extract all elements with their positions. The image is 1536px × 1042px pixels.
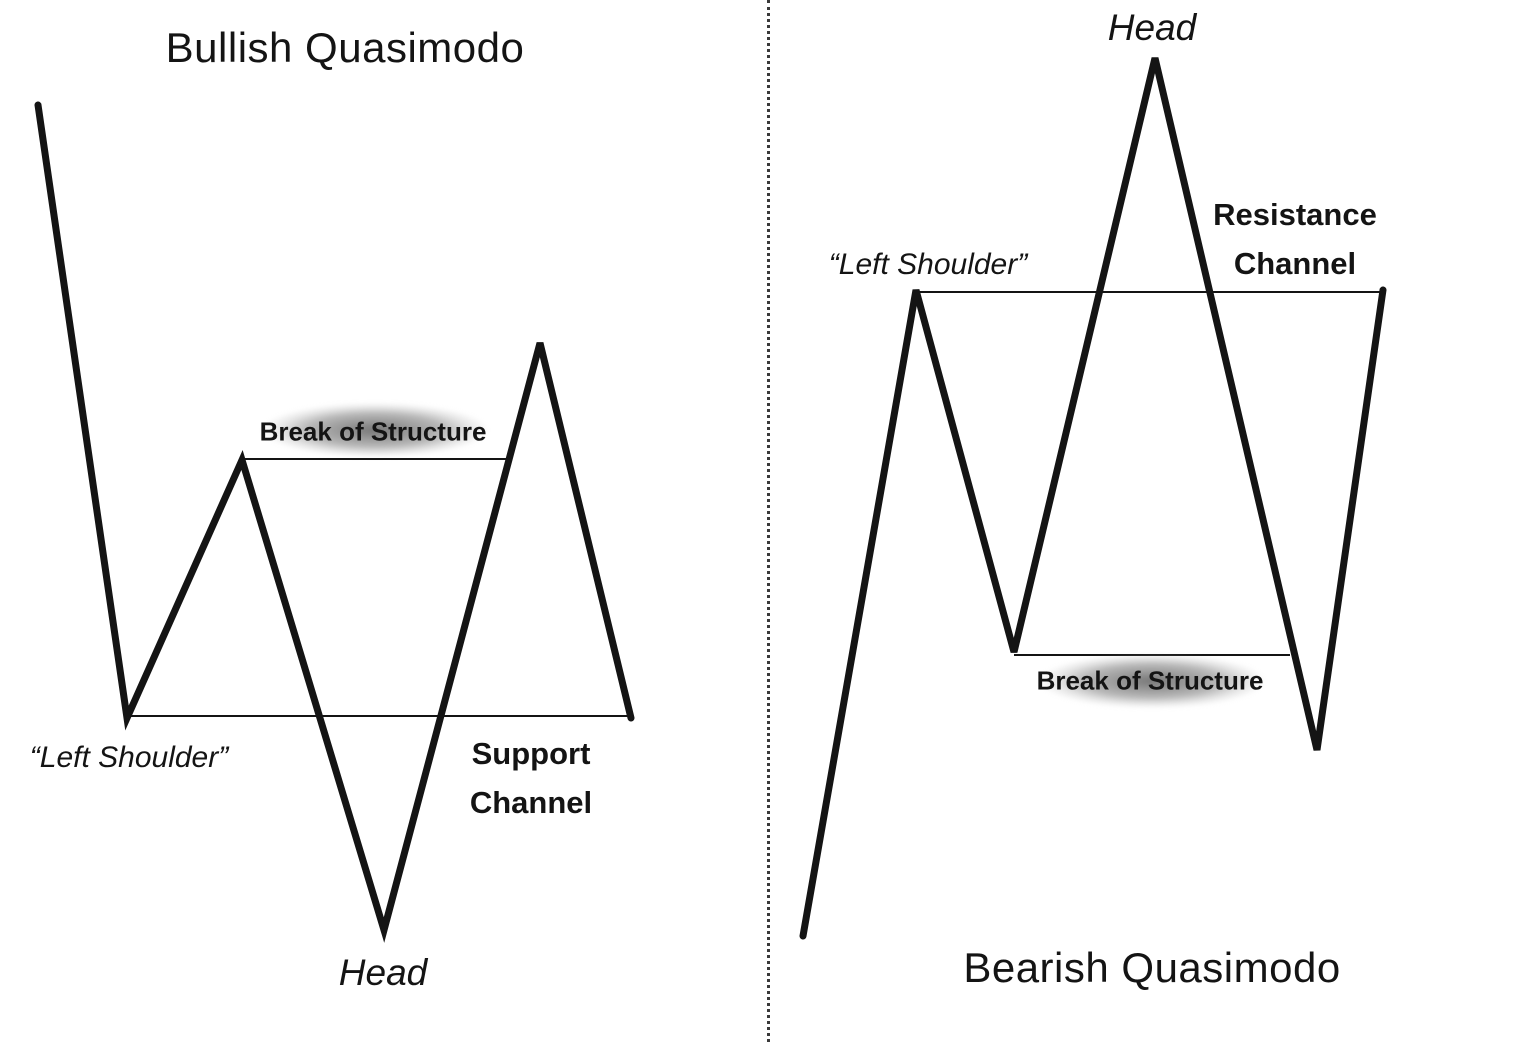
bullish-break-of-structure-halo xyxy=(225,394,525,466)
bearish-break-of-structure-label: Break of Structure xyxy=(1036,665,1264,696)
bullish-panel-title: Bullish Quasimodo xyxy=(165,24,525,71)
resistance-channel-label: Resistance Channel xyxy=(1213,197,1377,281)
support-channel-label: Support Channel xyxy=(469,736,593,820)
bullish-left-shoulder-label: “Left Shoulder” xyxy=(29,741,229,774)
bullish-price-polyline xyxy=(34,101,635,943)
bearish-left-shoulder-label: “Left Shoulder” xyxy=(828,248,1028,281)
bearish-price-polyline xyxy=(799,57,1387,940)
bearish-head-label: Head xyxy=(1107,7,1197,48)
panel-divider xyxy=(767,0,770,1042)
bullish-head-label: Head xyxy=(338,952,428,993)
bearish-panel-title: Bearish Quasimodo xyxy=(963,944,1341,991)
bullish-break-of-structure-label: Break of Structure xyxy=(259,416,487,447)
bearish-break-of-structure-halo xyxy=(1002,645,1302,717)
